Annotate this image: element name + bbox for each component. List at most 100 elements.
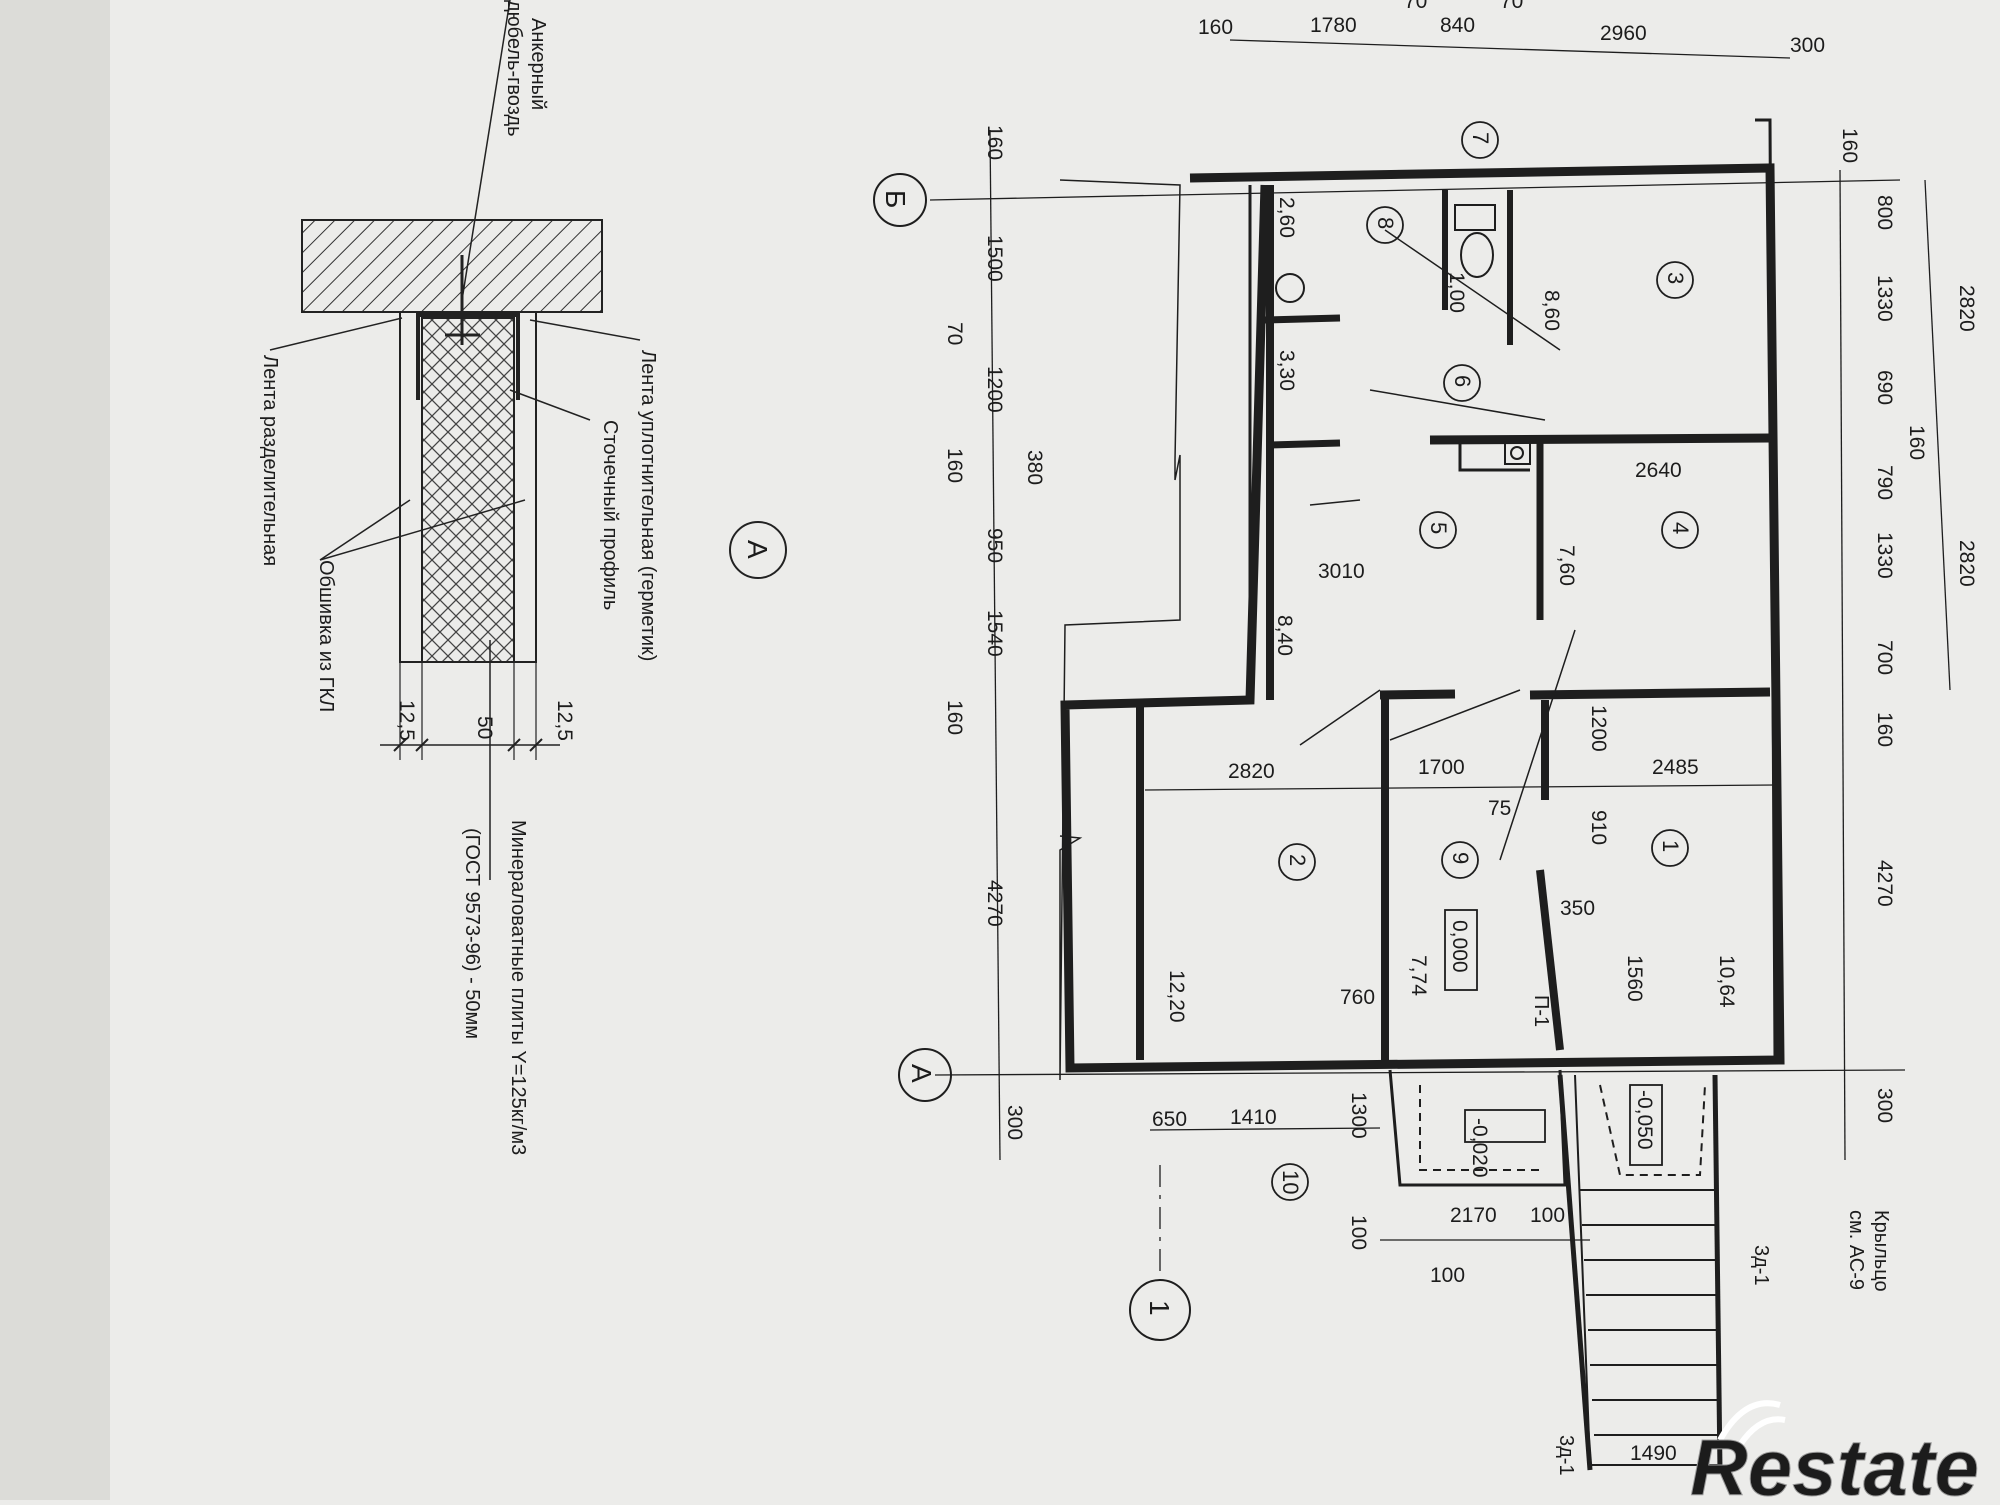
porch-dashed bbox=[1599, 1084, 1706, 1176]
dim-int-3010: 3010 bbox=[1318, 560, 1365, 583]
stair-rail-left bbox=[1557, 1074, 1593, 1471]
axis-label-b: Б bbox=[880, 190, 911, 208]
dim-line-right-overall bbox=[1924, 179, 1951, 691]
room-1-number: 1 bbox=[1658, 840, 1683, 852]
vent-shaft bbox=[1504, 441, 1531, 465]
porch-note-1: Крыльцо bbox=[1870, 1210, 1892, 1292]
dim-bot-100a: 100 bbox=[1347, 1215, 1370, 1250]
gkl-board-right bbox=[513, 311, 537, 663]
door-swings bbox=[1299, 229, 1576, 861]
dim-bot-100b: 100 bbox=[1530, 1204, 1565, 1227]
dim-right-1330a: 1330 bbox=[1873, 275, 1896, 322]
dim-line-right bbox=[1839, 169, 1846, 1161]
wall-3-4 bbox=[1429, 433, 1771, 445]
dim-line-left bbox=[989, 129, 1001, 1161]
drain-profile-lines bbox=[416, 312, 520, 400]
dim-left-950: 950 bbox=[983, 528, 1006, 563]
dim-left-160c: 160 bbox=[943, 700, 966, 735]
dim-int-1560: 1560 bbox=[1623, 955, 1646, 1002]
room-2-area: 12,20 bbox=[1165, 970, 1188, 1023]
restate-watermark: Restate bbox=[1690, 1400, 1980, 1505]
room-2-circle bbox=[1278, 843, 1316, 881]
partition-mark: П-1 bbox=[1530, 995, 1552, 1027]
stair-mark-1: 3д-1 bbox=[1750, 1245, 1772, 1286]
dim-bot-1490: 1490 bbox=[1630, 1442, 1677, 1465]
dim-line-top bbox=[1229, 39, 1791, 59]
anchor-leader bbox=[461, 0, 511, 301]
room-1-circle bbox=[1651, 829, 1689, 867]
dim-line-interior bbox=[1144, 784, 1776, 791]
paper-fold-shadow bbox=[0, 0, 110, 1500]
dim-right-160a: 160 bbox=[1838, 128, 1861, 163]
dim-left-160a: 160 bbox=[983, 125, 1006, 160]
dim-right-700: 700 bbox=[1873, 640, 1896, 675]
room-4-circle bbox=[1661, 511, 1699, 549]
axis-line-a bbox=[934, 1069, 1906, 1076]
stair-rail-right bbox=[1712, 1074, 1723, 1471]
dim-line-bottom bbox=[1149, 1127, 1381, 1131]
room-2-number: 2 bbox=[1285, 854, 1310, 866]
axis-bubble-b bbox=[873, 173, 927, 227]
room-8-area: 2,60 bbox=[1275, 197, 1298, 238]
stair-steps bbox=[1580, 1189, 1720, 1436]
level-porch: -0,050 bbox=[1633, 1090, 1656, 1150]
dim-right-800: 800 bbox=[1873, 195, 1896, 230]
dim-left-4270: 4270 bbox=[983, 880, 1006, 927]
note-anchor-1: Анкерный bbox=[527, 18, 549, 110]
dim-top-70a: 70 bbox=[1404, 0, 1427, 13]
note-drain-profile: Сточечный профиль bbox=[599, 420, 621, 610]
dim-top-840: 840 bbox=[1440, 14, 1475, 37]
room-5-circle bbox=[1419, 511, 1457, 549]
dim-right-160c: 160 bbox=[1873, 712, 1896, 747]
separator-leader bbox=[269, 317, 403, 351]
detail-title: А bbox=[742, 540, 773, 559]
room-10-circle bbox=[1271, 1163, 1309, 1201]
profile-leader bbox=[509, 389, 591, 421]
dim-int-1200: 1200 bbox=[1587, 705, 1610, 752]
level-box-vestibule bbox=[1464, 1109, 1546, 1143]
dim-left-1500: 1500 bbox=[983, 235, 1006, 282]
dim-top-160: 160 bbox=[1198, 16, 1233, 39]
dim-right-160b: 160 bbox=[1905, 425, 1928, 460]
room-7-circle bbox=[1461, 121, 1499, 159]
room-1-area: 10,64 bbox=[1715, 955, 1738, 1008]
dim-left-160b: 160 bbox=[943, 448, 966, 483]
dim-bot-1300: 1300 bbox=[1347, 1092, 1370, 1139]
dim-int-910: 910 bbox=[1587, 810, 1610, 845]
dim-int-75: 75 bbox=[1488, 797, 1511, 820]
dim-left-300: 300 bbox=[1003, 1105, 1026, 1140]
wall-detail-a bbox=[269, 0, 787, 880]
mineral-wool-layer bbox=[421, 317, 515, 663]
dim-top-1780: 1780 bbox=[1310, 14, 1357, 37]
dim-bot-650: 650 bbox=[1152, 1108, 1187, 1131]
note-separator-tape: Лента разделительная bbox=[259, 355, 281, 566]
dim-int-2485: 2485 bbox=[1652, 756, 1699, 779]
shaft-box bbox=[1458, 440, 1530, 472]
room-9-circle bbox=[1441, 841, 1479, 879]
room-8-number: 8 bbox=[1373, 217, 1398, 229]
vestibule-dashed bbox=[1419, 1085, 1545, 1171]
dim-right-overall-2: 2820 bbox=[1955, 540, 1978, 587]
dim-top-2960: 2960 bbox=[1600, 22, 1647, 45]
dim-int-760: 760 bbox=[1340, 986, 1375, 1009]
room-9-number: 9 bbox=[1448, 852, 1473, 864]
dim-right-4270: 4270 bbox=[1873, 860, 1896, 907]
detail-dim-left: 12,5 bbox=[395, 700, 418, 741]
note-mineral-wool-2: (ГОСТ 9573-96) - 50мм bbox=[461, 828, 483, 1039]
room-4-number: 4 bbox=[1668, 522, 1693, 534]
room-5-area: 8,40 bbox=[1273, 615, 1296, 656]
dim-bot-1410: 1410 bbox=[1230, 1106, 1277, 1129]
toilet-tank bbox=[1454, 204, 1496, 231]
room-3-circle bbox=[1656, 261, 1694, 299]
gkl-leader bbox=[319, 499, 526, 561]
dim-top-70b: 70 bbox=[1500, 0, 1523, 13]
porch-note-2: см. АС-9 bbox=[1845, 1210, 1867, 1290]
floor-plan bbox=[873, 39, 1951, 1471]
level-box-porch bbox=[1629, 1084, 1663, 1166]
wall-hall-stub bbox=[1379, 689, 1456, 700]
dim-bot-100c: 100 bbox=[1430, 1264, 1465, 1287]
watermark-arcs bbox=[1717, 1400, 1786, 1447]
note-seal-tape: Лента уплотнительная (герметик) bbox=[637, 350, 659, 661]
